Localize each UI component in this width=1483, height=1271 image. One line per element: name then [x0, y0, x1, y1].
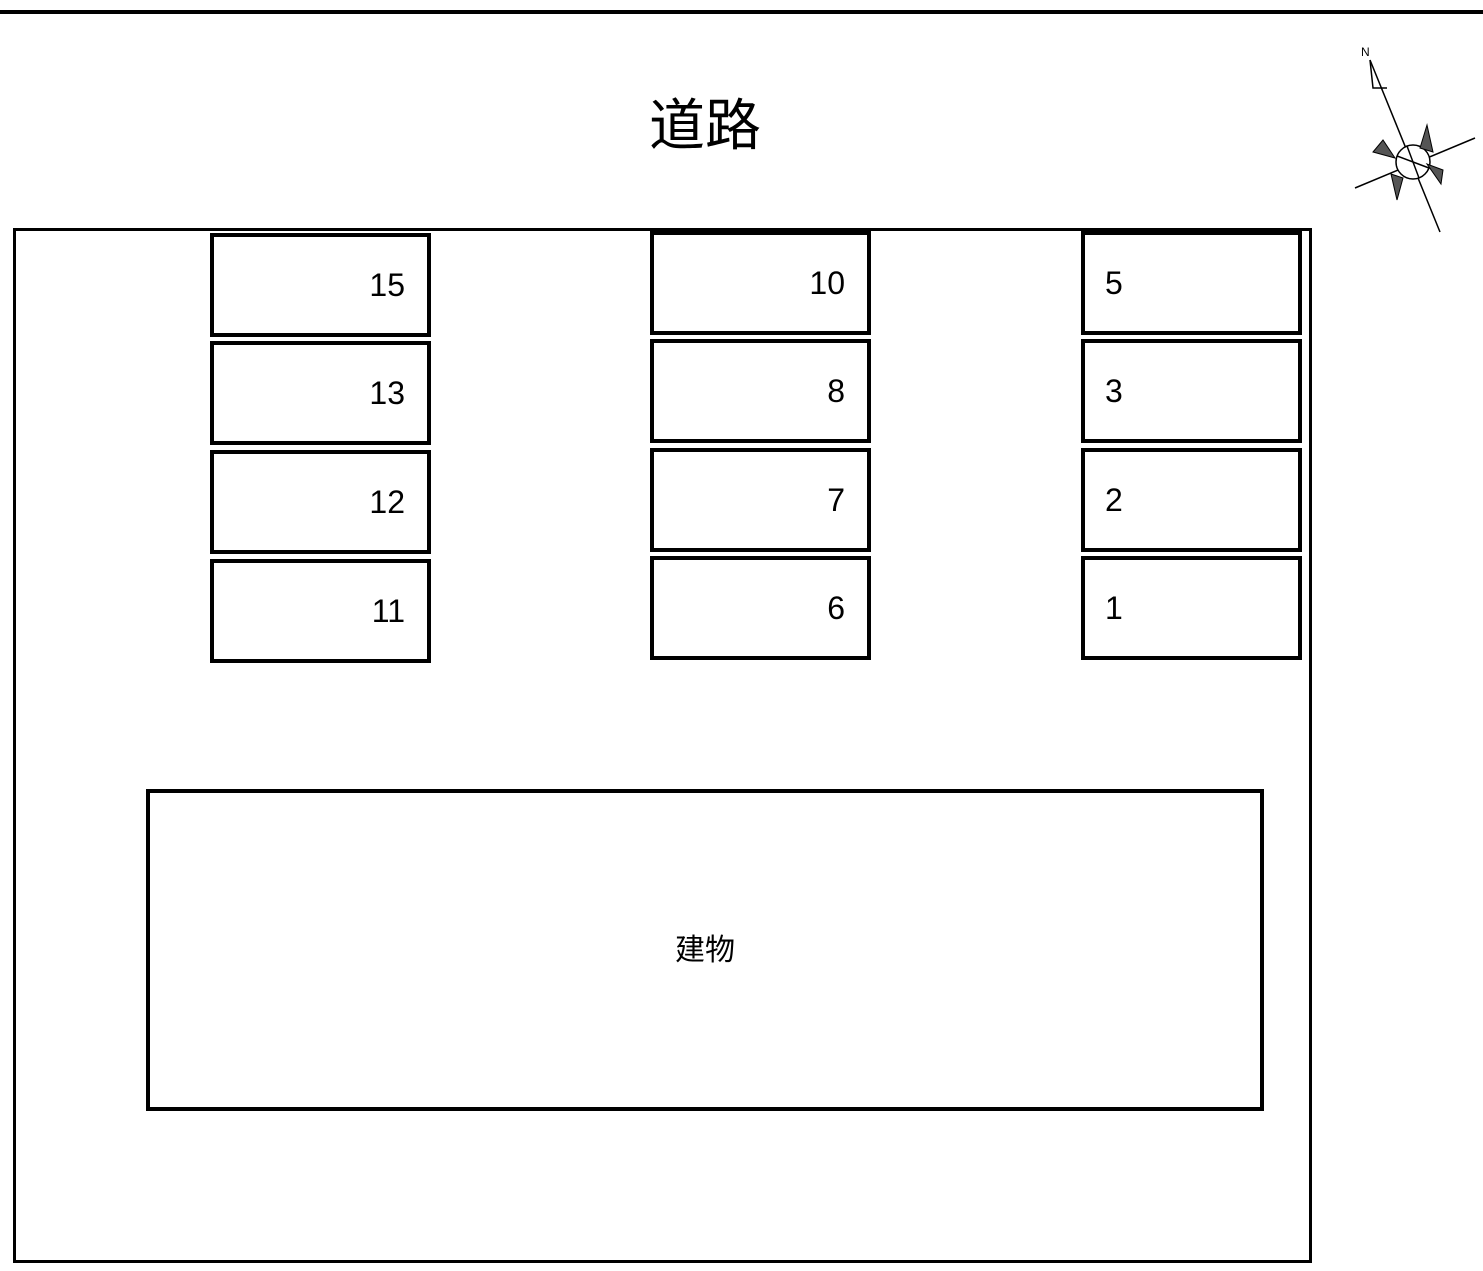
- space-number: 5: [1105, 265, 1123, 301]
- space-number: 3: [1105, 373, 1123, 409]
- parking-space-7[interactable]: 7: [650, 448, 871, 552]
- space-number: 8: [827, 373, 845, 409]
- parking-space-10[interactable]: 10: [650, 231, 871, 335]
- compass-north-label: N: [1361, 45, 1370, 59]
- road-label: 道路: [649, 94, 761, 159]
- parking-space-6[interactable]: 6: [650, 556, 871, 660]
- parking-space-15[interactable]: 15: [210, 233, 431, 337]
- parking-lot-boundary: 15 13 12 11 10 8 7 6 5 3 2 1: [13, 228, 1312, 1263]
- compass-rose-icon: N: [1354, 45, 1476, 233]
- space-number: 15: [369, 267, 405, 303]
- space-number: 1: [1105, 590, 1123, 626]
- parking-space-5[interactable]: 5: [1081, 231, 1302, 335]
- parking-space-2[interactable]: 2: [1081, 448, 1302, 552]
- space-number: 11: [371, 593, 405, 629]
- parking-space-1[interactable]: 1: [1081, 556, 1302, 660]
- space-number: 12: [369, 484, 405, 520]
- space-number: 10: [809, 265, 845, 301]
- parking-space-8[interactable]: 8: [650, 339, 871, 443]
- parking-space-11[interactable]: 11: [210, 559, 431, 663]
- parking-space-12[interactable]: 12: [210, 450, 431, 554]
- parking-space-13[interactable]: 13: [210, 341, 431, 445]
- space-number: 13: [369, 375, 405, 411]
- space-number: 6: [827, 590, 845, 626]
- space-number: 7: [827, 482, 845, 518]
- space-number: 2: [1105, 482, 1123, 518]
- building: 建物: [146, 789, 1264, 1111]
- building-label: 建物: [675, 933, 735, 968]
- parking-space-3[interactable]: 3: [1081, 339, 1302, 443]
- road-edge-line: [0, 10, 1483, 14]
